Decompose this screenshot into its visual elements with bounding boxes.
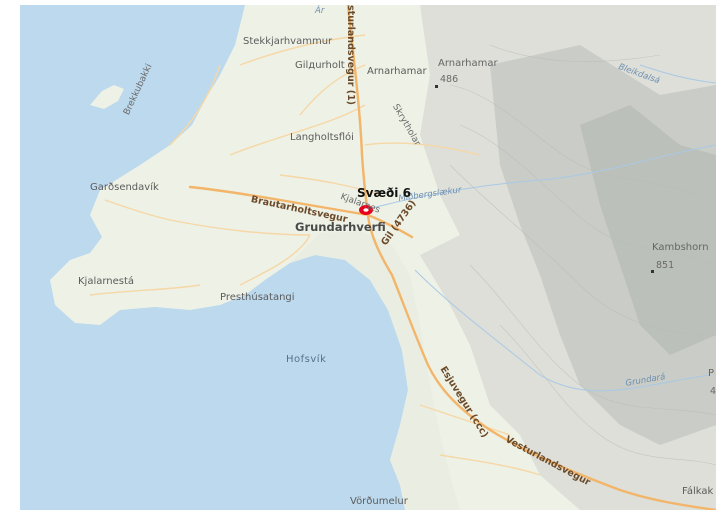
- map-view[interactable]: Stekkjarhvammur Gilдurholt Arnarhamar Ar…: [20, 5, 716, 510]
- minor-roads: [89, 34, 541, 476]
- elevation-arnarhamar: 486: [440, 74, 459, 85]
- major-roads: [188, 5, 716, 510]
- place-kjalarnesta: Kjalarnestá: [78, 276, 135, 287]
- contour-lines: [449, 44, 716, 466]
- location-marker[interactable]: [359, 205, 373, 215]
- stream-label-ar-top: Ár: [315, 6, 325, 16]
- place-grundarhverfi: Grundarhverfi: [295, 220, 386, 234]
- island: [90, 85, 124, 109]
- place-vordumelur: Vörðumelur: [350, 496, 408, 507]
- road-label-vesturlandsvegur-top: sturlandsvegur (1): [345, 5, 356, 106]
- place-gildurholt: Gilдurholt: [295, 60, 345, 71]
- road-vesturlandsvegur: [346, 5, 716, 510]
- place-gardsendavik: Garðsendavík: [90, 182, 159, 193]
- peak-marker-kambshorn: [651, 270, 654, 273]
- place-p-partial: P: [708, 368, 715, 379]
- place-stekkjarhvammur: Stekkjarhvammur: [243, 36, 333, 47]
- map-canvas: [20, 5, 716, 510]
- road-gil: [366, 213, 414, 239]
- peak-marker: [435, 85, 438, 88]
- place-falkak: Fálkak: [682, 486, 714, 497]
- place-hofsvik: Hofsvík: [286, 354, 327, 365]
- elevation-kambshorn: 851: [656, 260, 675, 271]
- streams: [364, 64, 716, 392]
- place-kambshorn: Kambshorn: [652, 242, 709, 253]
- place-langholtsfloi: Langholtsflói: [290, 132, 354, 143]
- coast-detail: [290, 231, 460, 510]
- road-brautarholtsvegur: [188, 185, 370, 217]
- elevation-p-partial: 4: [710, 386, 716, 397]
- place-presthusatangi: Presthúsatangi: [220, 292, 295, 303]
- place-arnarhamar-peak: Arnarhamar: [438, 58, 498, 69]
- place-arnarhamar-farm: Arnarhamar: [367, 66, 427, 77]
- marker-label: Svæði 6: [357, 186, 411, 200]
